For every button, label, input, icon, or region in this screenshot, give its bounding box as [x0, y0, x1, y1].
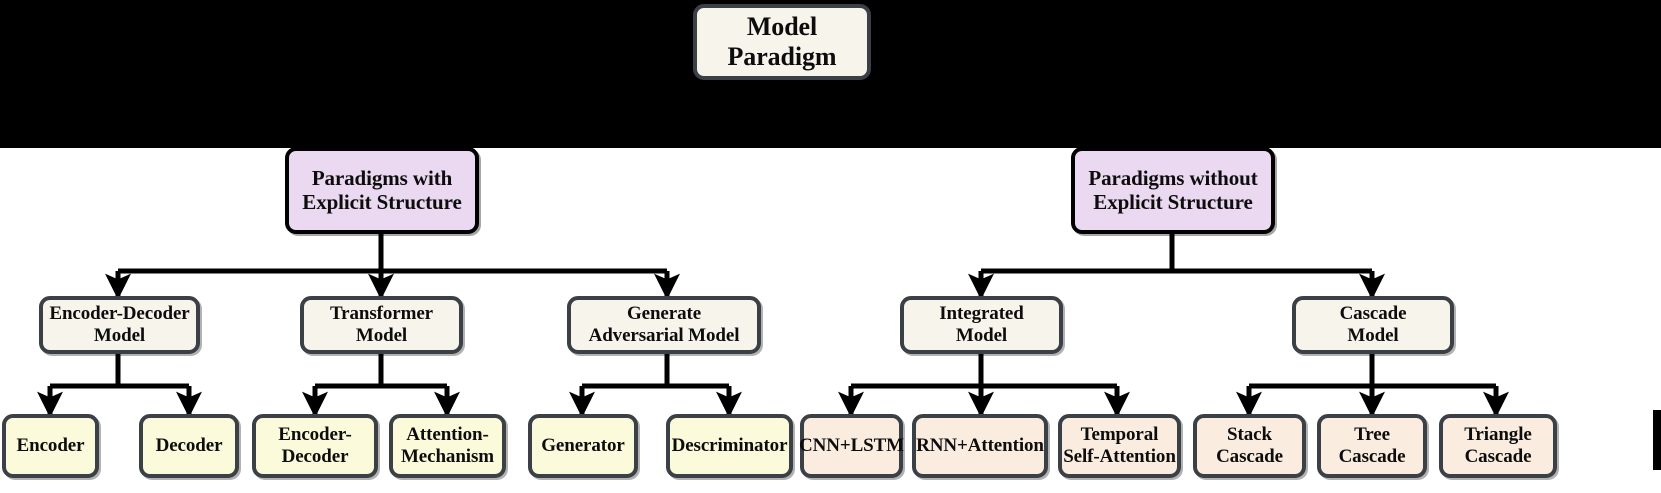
- node-integrated-model[interactable]: Integrated Model: [900, 296, 1063, 354]
- node-generator[interactable]: Generator: [528, 414, 638, 478]
- node-encoder[interactable]: Encoder: [2, 414, 99, 478]
- node-encoder-decoder-model[interactable]: Encoder-Decoder Model: [39, 296, 200, 354]
- right-dark-sliver: [1653, 410, 1661, 470]
- node-stack-cascade[interactable]: Stack Cascade: [1193, 414, 1306, 478]
- node-descriminator[interactable]: Descriminator: [666, 414, 793, 478]
- node-cnn-lstm[interactable]: CNN+LSTM: [799, 414, 904, 478]
- node-root-model-paradigm[interactable]: Model Paradigm: [693, 4, 871, 80]
- node-rnn-attention[interactable]: RNN+Attention: [912, 414, 1048, 478]
- node-tree-cascade[interactable]: Tree Cascade: [1317, 414, 1427, 478]
- node-paradigms-with-explicit-structure[interactable]: Paradigms with Explicit Structure: [285, 147, 479, 234]
- node-temporal-self-attention[interactable]: Temporal Self-Attention: [1058, 414, 1181, 478]
- node-generate-adversarial-model[interactable]: Generate Adversarial Model: [567, 296, 761, 354]
- node-cascade-model[interactable]: Cascade Model: [1292, 296, 1454, 354]
- node-transformer-model[interactable]: Transformer Model: [300, 296, 463, 354]
- node-triangle-cascade[interactable]: Triangle Cascade: [1439, 414, 1557, 478]
- node-encoder-decoder[interactable]: Encoder- Decoder: [252, 414, 378, 478]
- node-decoder[interactable]: Decoder: [139, 414, 239, 478]
- node-attention-mechanism[interactable]: Attention- Mechanism: [389, 414, 506, 478]
- node-paradigms-without-explicit-structure[interactable]: Paradigms without Explicit Structure: [1071, 147, 1275, 234]
